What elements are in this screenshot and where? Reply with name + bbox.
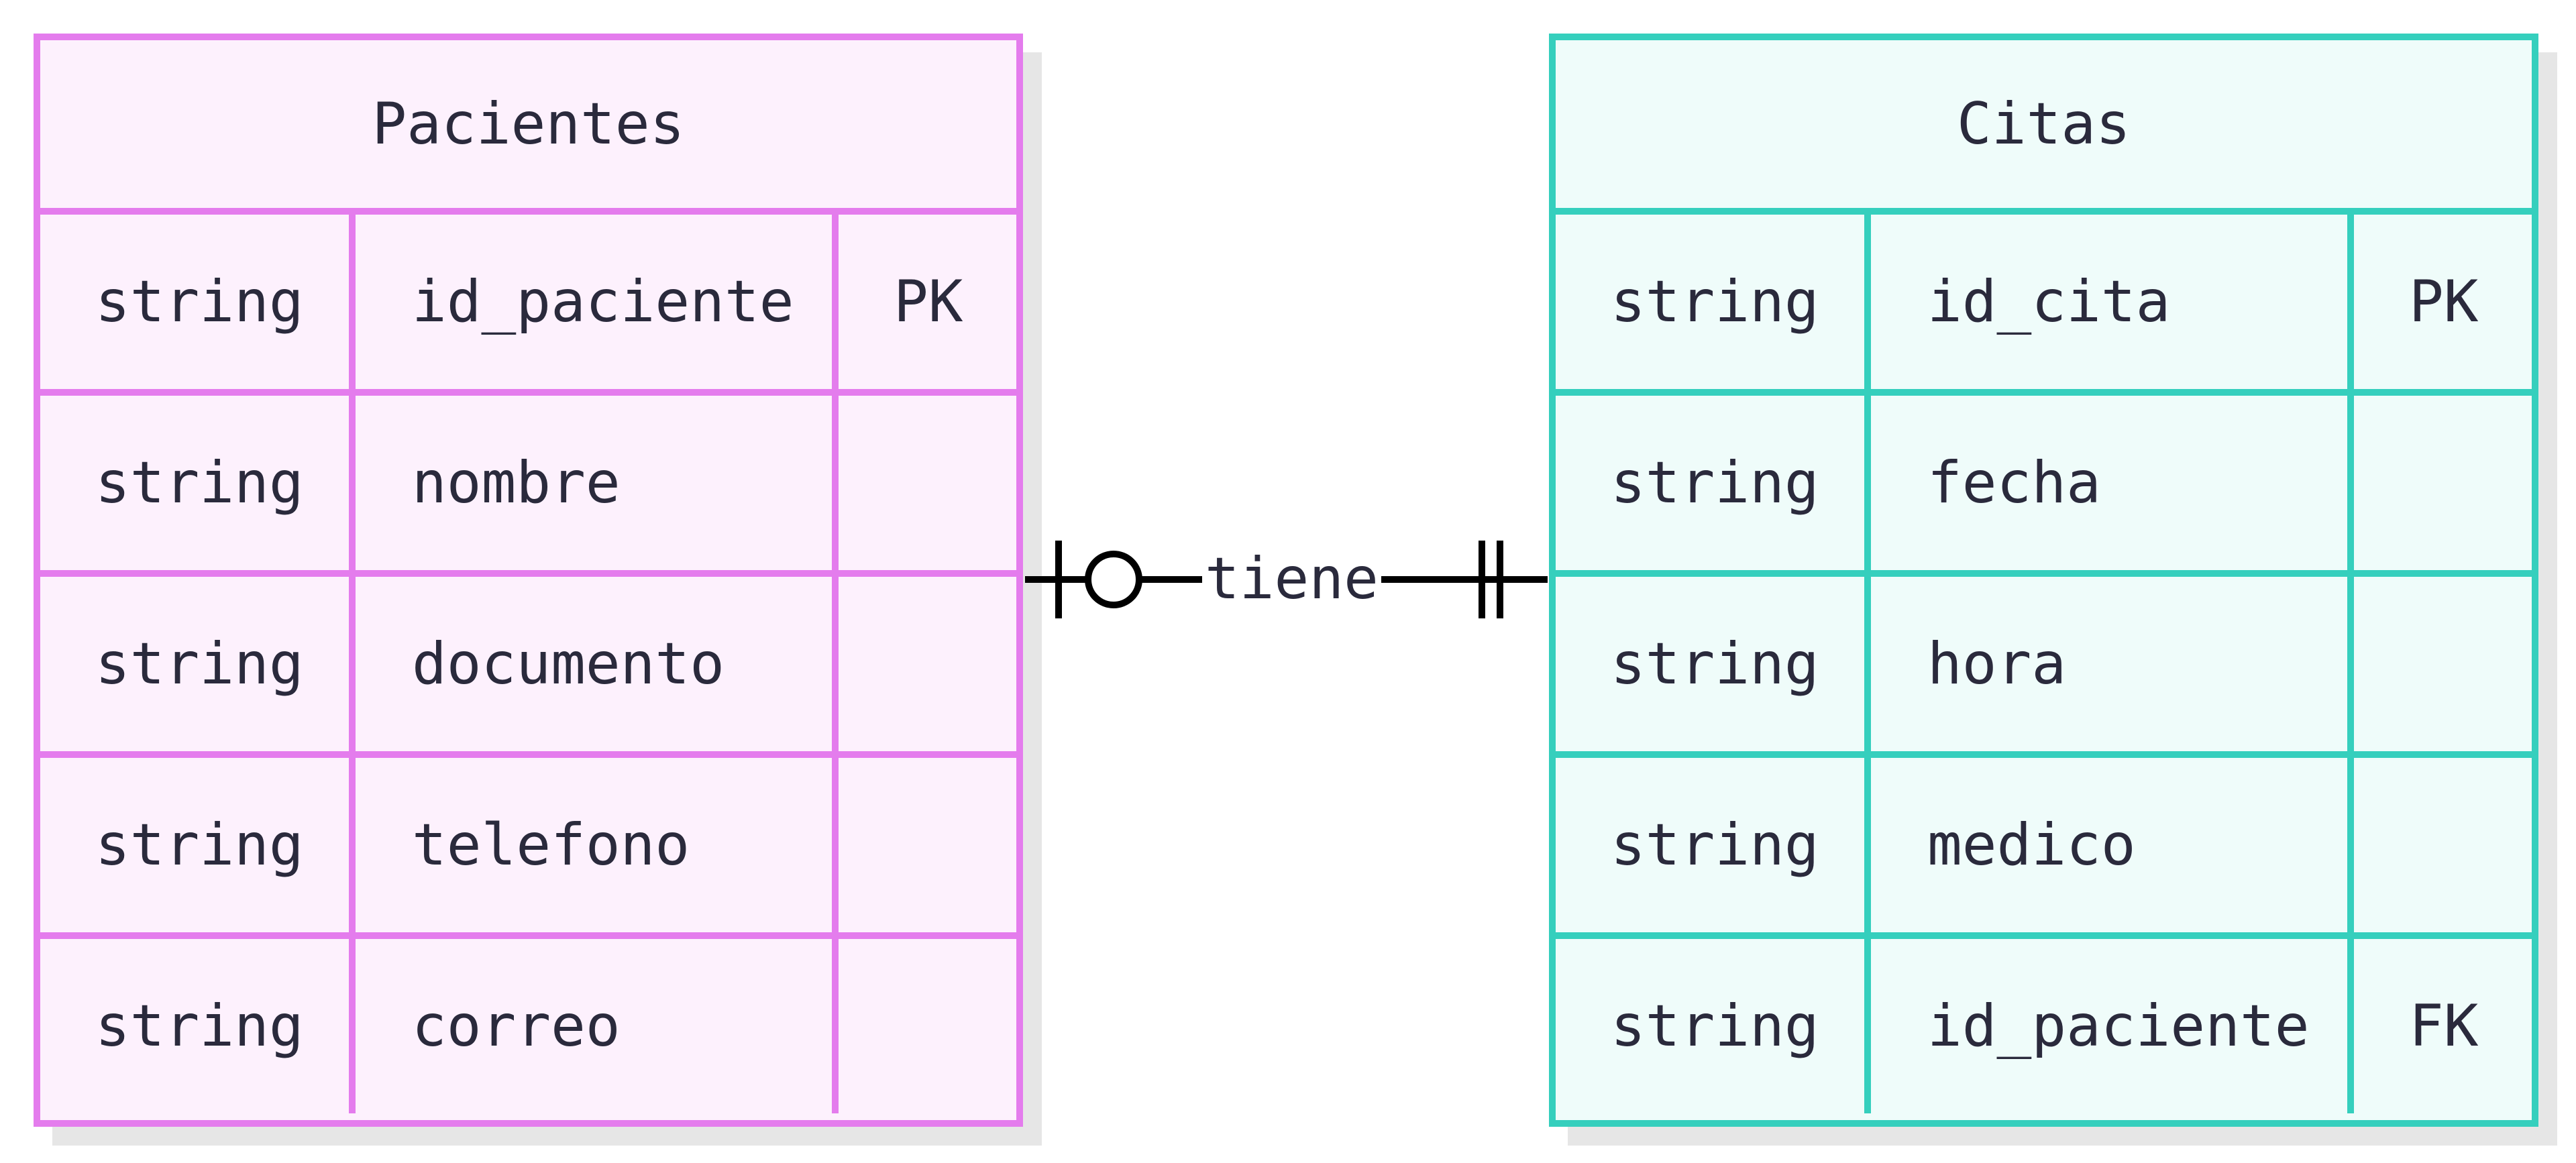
attribute-type: string xyxy=(1611,812,1819,879)
attribute-key xyxy=(832,396,1016,570)
attribute-name: id_paciente xyxy=(349,215,832,389)
entity-title: Pacientes xyxy=(40,40,1016,215)
attribute-type: string xyxy=(95,268,304,335)
attribute-key xyxy=(832,577,1016,751)
attribute-key: FK xyxy=(2347,939,2532,1113)
attribute-name: correo xyxy=(349,939,832,1113)
attribute-key xyxy=(832,758,1016,932)
attribute-row: string documento xyxy=(40,577,1016,758)
attribute-type: string xyxy=(95,993,304,1060)
attribute-key xyxy=(2347,577,2532,751)
attribute-type: string xyxy=(95,630,304,698)
attribute-row: string telefono xyxy=(40,758,1016,939)
attribute-row: string id_cita PK xyxy=(1556,215,2532,396)
attribute-type: string xyxy=(1611,993,1819,1060)
entity-title: Citas xyxy=(1556,40,2532,215)
attribute-name: telefono xyxy=(349,758,832,932)
attribute-key xyxy=(832,939,1016,1113)
attribute-type: string xyxy=(95,449,304,516)
attribute-type: string xyxy=(95,812,304,879)
attribute-row: string correo xyxy=(40,939,1016,1113)
attribute-row: string id_paciente FK xyxy=(1556,939,2532,1113)
attribute-name: documento xyxy=(349,577,832,751)
entity-pacientes: Pacientes string id_paciente PK string n… xyxy=(34,34,1023,1127)
attribute-name: id_paciente xyxy=(1864,939,2347,1113)
attribute-type: string xyxy=(1611,449,1819,516)
attribute-key: PK xyxy=(832,215,1016,389)
attribute-row: string id_paciente PK xyxy=(40,215,1016,396)
relationship-label: tiene xyxy=(1202,541,1381,617)
attribute-row: string nombre xyxy=(40,396,1016,577)
attribute-name: nombre xyxy=(349,396,832,570)
attribute-name: id_cita xyxy=(1864,215,2347,389)
attribute-row: string medico xyxy=(1556,758,2532,939)
attribute-name: medico xyxy=(1864,758,2347,932)
zero-circle-marker xyxy=(1085,551,1142,608)
attribute-name: fecha xyxy=(1864,396,2347,570)
attribute-key: PK xyxy=(2347,215,2532,389)
entity-citas: Citas string id_cita PK string fecha str… xyxy=(1549,34,2538,1127)
attribute-type: string xyxy=(1611,268,1819,335)
attribute-key xyxy=(2347,758,2532,932)
attribute-key xyxy=(2347,396,2532,570)
attribute-name: hora xyxy=(1864,577,2347,751)
attribute-row: string fecha xyxy=(1556,396,2532,577)
attribute-type: string xyxy=(1611,630,1819,698)
attribute-row: string hora xyxy=(1556,577,2532,758)
